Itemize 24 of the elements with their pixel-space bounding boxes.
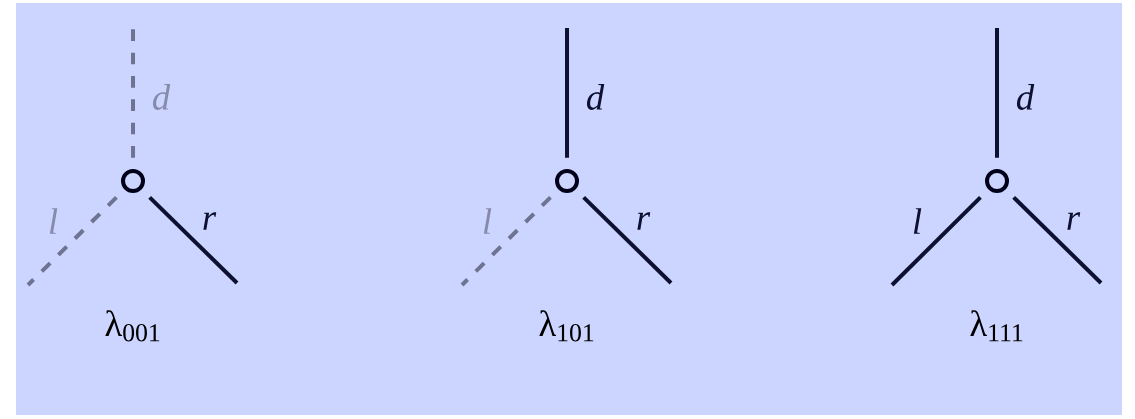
edge-line xyxy=(148,195,239,285)
edge-line xyxy=(1012,195,1103,285)
subscript-label: λ$_{101}$ xyxy=(539,310,594,342)
vertex-circle xyxy=(555,169,579,193)
edge-label: d xyxy=(586,84,605,110)
vertex-circle xyxy=(121,169,145,193)
vertex-circle xyxy=(985,169,1009,193)
edge-label: l xyxy=(483,208,492,234)
edge-line xyxy=(582,195,673,285)
subscript-label: λ$_{001}$ xyxy=(105,310,160,342)
edge-label: l xyxy=(49,208,58,234)
edge-line xyxy=(460,196,552,287)
edge-line xyxy=(26,196,118,287)
edge-line xyxy=(890,196,982,287)
edge-label: r xyxy=(1067,212,1081,230)
edge-label: d xyxy=(1016,84,1035,110)
edge-line xyxy=(995,28,999,158)
edge-line xyxy=(565,28,569,158)
edge-label: r xyxy=(203,212,217,230)
subscript-label: λ$_{111}$ xyxy=(970,310,1023,342)
edge-line xyxy=(131,28,135,158)
edge-label: d xyxy=(152,84,171,110)
edge-label: r xyxy=(637,212,651,230)
edge-label: l xyxy=(913,208,922,234)
